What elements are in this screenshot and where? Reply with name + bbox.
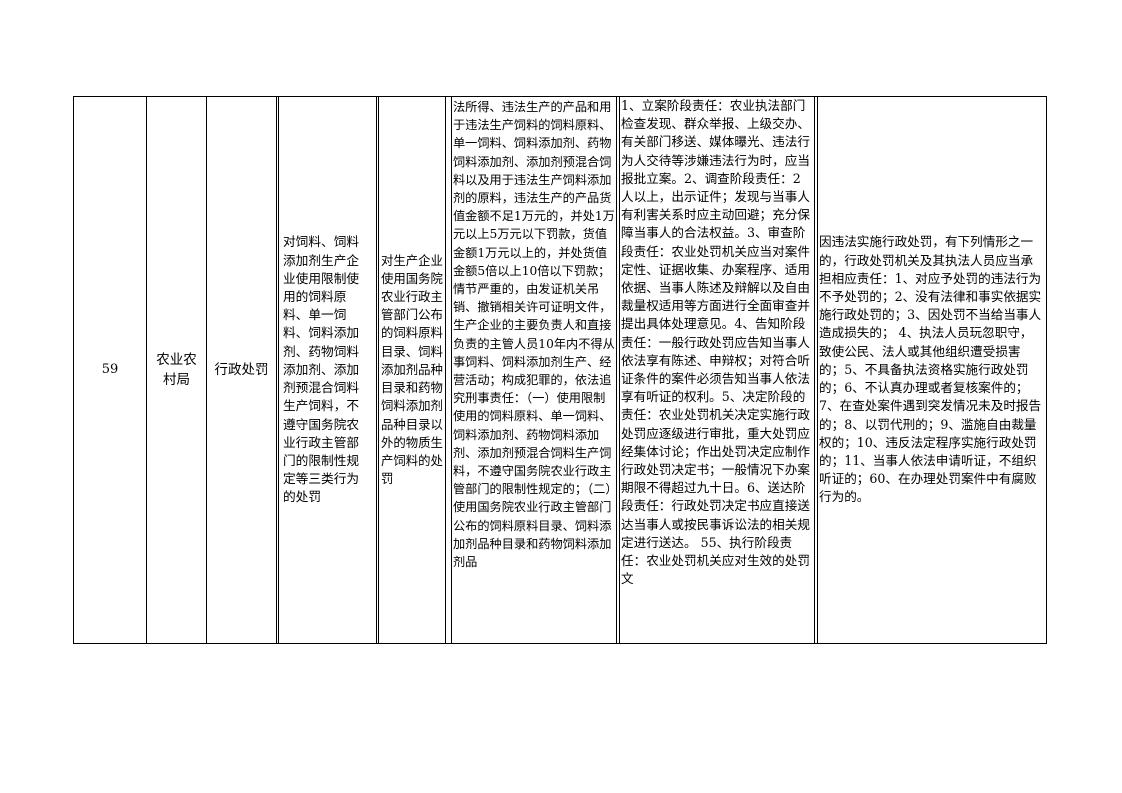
responsibility-cell: 1、立案阶段责任：农业执法部门检查发现、群众举报、上级交办、有关部门移送、媒体曝… [620,97,814,643]
col-border [73,96,74,644]
department-cell: 农业农村局 [148,97,205,643]
accountability-cell: 因违法实施行政处罚，有下列情形之一的，行政处罚机关及其执法人员应当承担相应责任：… [818,97,1046,643]
col-border [276,96,277,644]
responsibility-text: 1、立案阶段责任：农业执法部门检查发现、群众举报、上级交办、有关部门移送、媒体曝… [621,98,810,587]
department-name: 农业农村局 [156,352,197,388]
legal-basis-cell: 法所得、违法生产的产品和用于违法生产饲料的饲料原料、单一饲料、饲料添加剂、药物饲… [452,97,616,643]
item-name: 对饲料、饲料添加剂生产企业使用限制使用的饲料原料、单一饲料、饲料添加剂、药物饲料… [283,234,360,505]
col-border [616,96,617,644]
table-bottom-border [73,643,1047,644]
col-border [376,96,377,644]
sub-item-cell: 对生产企业使用国务院农业行政主管部门公布的饲料原料目录、饲料添加剂品种目录和药物… [379,97,445,643]
col-border [814,96,815,644]
item-name-cell: 对饲料、饲料添加剂生产企业使用限制使用的饲料原料、单一饲料、饲料添加剂、药物饲料… [280,97,375,643]
accountability-text: 因违法实施行政处罚，有下列情形之一的，行政处罚机关及其执法人员应当承担相应责任：… [819,234,1042,505]
category-label: 行政处罚 [214,361,269,378]
col-border [278,96,279,644]
col-border [451,96,452,644]
col-border [445,96,446,644]
col-border [206,96,207,644]
legal-basis-text: 法所得、违法生产的产品和用于违法生产饲料的饲料原料、单一饲料、饲料添加剂、药物饲… [453,100,615,570]
category-cell: 行政处罚 [207,97,276,643]
col-border [378,96,379,644]
col-border [817,96,818,644]
sub-item-name: 对生产企业使用国务院农业行政主管部门公布的饲料原料目录、饲料添加剂品种目录和药物… [381,252,443,487]
row-number-cell: 59 [74,97,146,643]
row-number: 59 [101,361,119,377]
col-border [146,96,147,644]
col-border [1046,96,1047,644]
table-top-border [73,96,1047,97]
col-border [619,96,620,644]
